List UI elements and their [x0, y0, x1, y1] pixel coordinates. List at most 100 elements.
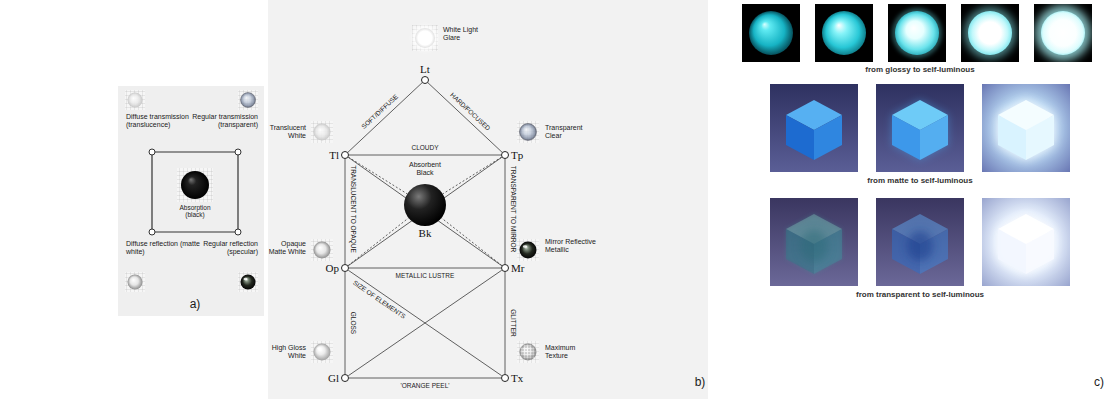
panel-c-part-part	[968, 11, 1012, 55]
panel-c-part-part	[770, 84, 858, 172]
panel-c-part-part	[895, 11, 939, 55]
edge-label-box: SOFT/DIFFUSE	[360, 92, 400, 130]
panel-b-part	[517, 121, 539, 143]
panel-b-part	[311, 121, 333, 143]
label-box: Opaque Matte White	[264, 240, 306, 256]
connector-line	[345, 159, 346, 264]
panel-c-part-part	[892, 8, 942, 58]
label-box: Maximum Texture	[545, 344, 597, 360]
panel-c-part-part	[800, 230, 828, 262]
edge-label-box: CLOUDY	[410, 145, 439, 152]
edge-label-box: HARD/FOCUSED	[448, 91, 492, 133]
vertex-code: Tl	[329, 149, 339, 161]
label-box: High Gloss White	[264, 344, 306, 360]
material-label: White Light Glare	[443, 26, 478, 41]
edge-label-box: TRANSLUCENT TO OPAQUE	[350, 164, 357, 254]
vertex-code: Tp	[511, 149, 523, 161]
row-caption: from glossy to self-luminous	[865, 65, 974, 74]
panel-c-part-part	[892, 100, 948, 160]
panel-b-part-part	[311, 239, 333, 261]
absorbent-sphere: Bk	[404, 184, 446, 226]
panel-b-part-part	[311, 121, 333, 143]
panel-b-part-part	[317, 347, 321, 349]
edge-label-box: TRANSPARENT TO MIRROR	[510, 165, 517, 254]
panel-c-part	[961, 4, 1019, 62]
panel-c-part-part	[770, 198, 858, 286]
panel-c-part-part	[1034, 4, 1092, 62]
panel-b-part-part	[517, 239, 539, 261]
edge-label: 'ORANGE PEEL'	[399, 383, 450, 390]
panel-letter: b)	[695, 375, 706, 389]
mode-label: Diffuse transmission (translucence)	[126, 113, 189, 128]
connector-line	[443, 157, 502, 194]
connector-line	[505, 159, 506, 264]
panel-c-part	[770, 84, 858, 172]
connector-line	[348, 157, 407, 194]
connector-line	[348, 157, 501, 265]
connector-group	[345, 83, 505, 378]
connector-line	[428, 83, 502, 153]
connector-line	[348, 218, 408, 266]
label-box: Transparent Clear	[545, 124, 595, 140]
mode-label: Absorption (black)	[179, 204, 210, 218]
edge-label: GLITTER	[510, 308, 517, 337]
row-caption: from transparent to self-luminous	[856, 290, 984, 299]
panel-c-part-part	[822, 11, 866, 55]
mode-label: Diffuse reflection (matte white)	[126, 240, 200, 255]
panel-b-part	[311, 341, 333, 363]
connector-line	[505, 272, 506, 374]
label-box: Translucent White	[264, 124, 306, 140]
label-box: Diffuse transmission (translucence)	[126, 113, 200, 129]
panel-c-part	[770, 198, 858, 286]
panel-a-part	[181, 171, 209, 199]
panel-b-part	[517, 239, 539, 261]
vertex-node: Mr	[501, 264, 509, 272]
vertex-node: Tx	[501, 374, 509, 382]
code-label-box: Bk	[419, 227, 432, 239]
panel-c-part	[876, 84, 964, 172]
panel-c-part-part	[920, 115, 948, 160]
panel-c-part-part	[742, 4, 800, 62]
panel-c-part-part	[1026, 229, 1054, 274]
panel-a-part-part	[241, 275, 256, 290]
mode-label: Regular transmission (transparent)	[192, 113, 258, 128]
panel-c-part-part	[964, 7, 1016, 59]
panel-a-part-part	[238, 272, 258, 292]
panel-letter: a)	[190, 297, 201, 311]
connector-line	[349, 378, 501, 379]
panel-a-part	[238, 272, 258, 292]
label-box: c)	[1088, 376, 1110, 390]
panel-b-part-part	[311, 341, 333, 363]
panel-a-part	[235, 149, 241, 155]
panel-c-part-part	[998, 115, 1026, 160]
connector-line	[348, 270, 501, 375]
panel-c-part	[1034, 4, 1092, 62]
panel-a-part-part	[125, 272, 145, 292]
vertex-node: Gl	[341, 374, 349, 382]
connector-line	[345, 272, 346, 374]
panel-a-part-part	[128, 275, 143, 290]
code-label-box: Tl	[329, 149, 339, 161]
panel-b-part-part	[413, 26, 437, 50]
connector-line	[349, 268, 501, 269]
material-label: Mirror Reflective Metallic	[545, 238, 596, 253]
panel-c-part-part	[998, 100, 1054, 160]
panel-c-part-part	[998, 229, 1026, 274]
panel-a-part	[238, 90, 258, 110]
panel-c-part-part	[1041, 11, 1085, 55]
panel-a-part	[235, 229, 241, 235]
panel-a-part	[118, 86, 264, 316]
vertex-code: Bk	[419, 227, 432, 239]
vertex-node: Lt	[421, 76, 429, 84]
panel-a-part	[149, 149, 155, 155]
vertex-code: Mr	[511, 262, 524, 274]
panel-a-part-part	[128, 93, 143, 108]
edge-label: SOFT/DIFFUSE	[360, 92, 400, 130]
edge-label: GLOSS	[350, 311, 357, 335]
vertex-code: Tx	[511, 372, 523, 384]
edge-label: CLOUDY	[410, 145, 439, 152]
panel-c-part-part	[892, 115, 920, 160]
